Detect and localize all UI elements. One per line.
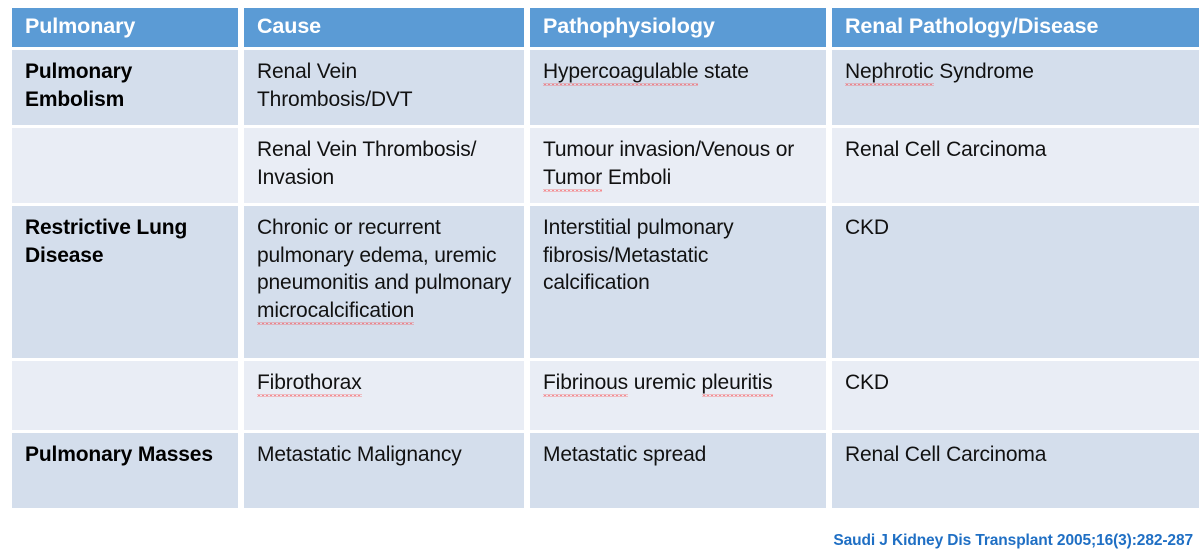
cell-renal-pathology: CKD (832, 203, 1199, 358)
misspelled-word: Hypercoagulable (543, 60, 699, 86)
misspelled-word: Fibrothorax (257, 371, 362, 397)
cell-pulmonary: Restrictive Lung Disease (12, 203, 238, 358)
cell-pathophysiology: Metastatic spread (530, 430, 826, 508)
misspelled-word: Nephrotic (845, 60, 934, 86)
cell-pathophysiology: Fibrinous uremic pleuritis (530, 358, 826, 430)
cell-pathophysiology: Tumour invasion/Venous or Tumor Emboli (530, 125, 826, 203)
table-body: Pulmonary Embolism Renal Vein Thrombosis… (12, 47, 1199, 508)
cell-pulmonary: Pulmonary Masses (12, 430, 238, 508)
table-row: Restrictive Lung Disease Chronic or recu… (12, 203, 1199, 358)
cell-cause: Renal Vein Thrombosis/DVT (244, 47, 524, 125)
cell-renal-pathology: Nephrotic Syndrome (832, 47, 1199, 125)
cell-text: uremic (628, 371, 702, 394)
cell-renal-pathology: Renal Cell Carcinoma (832, 430, 1199, 508)
cell-pulmonary: Pulmonary Embolism (12, 47, 238, 125)
cell-pulmonary (12, 358, 238, 430)
cell-text: Tumour invasion/Venous or (543, 138, 795, 161)
table-header: Pulmonary Cause Pathophysiology Renal Pa… (12, 8, 1199, 47)
misspelled-word: pleuritis (701, 371, 773, 397)
cell-cause: Renal Vein Thrombosis/ Invasion (244, 125, 524, 203)
column-header-pulmonary: Pulmonary (12, 8, 238, 47)
cell-renal-pathology: CKD (832, 358, 1199, 430)
cell-pathophysiology: Hypercoagulable state (530, 47, 826, 125)
table-row: Fibrothorax Fibrinous uremic pleuritis C… (12, 358, 1199, 430)
cell-cause: Metastatic Malignancy (244, 430, 524, 508)
cell-renal-pathology: Renal Cell Carcinoma (832, 125, 1199, 203)
source-citation: Saudi J Kidney Dis Transplant 2005;16(3)… (833, 532, 1193, 549)
misspelled-word: Tumor (543, 165, 602, 192)
table-row: Pulmonary Embolism Renal Vein Thrombosis… (12, 47, 1199, 125)
table-row: Pulmonary Masses Metastatic Malignancy M… (12, 430, 1199, 508)
cell-pathophysiology: Interstitial pulmonary fibrosis/Metastat… (530, 203, 826, 358)
pulmonary-renal-table-wrapper: Pulmonary Cause Pathophysiology Renal Pa… (6, 8, 1199, 508)
table-row: Renal Vein Thrombosis/ Invasion Tumour i… (12, 125, 1199, 203)
misspelled-word: microcalcification (257, 299, 414, 325)
cell-text: state (698, 60, 749, 83)
table-header-row: Pulmonary Cause Pathophysiology Renal Pa… (12, 8, 1199, 47)
column-header-cause: Cause (244, 8, 524, 47)
cell-text: Syndrome (933, 60, 1034, 83)
cell-pulmonary (12, 125, 238, 203)
cell-cause: Chronic or recurrent pulmonary edema, ur… (244, 203, 524, 358)
cell-text: Chronic or recurrent pulmonary edema, ur… (257, 216, 512, 295)
cell-text: Emboli (602, 165, 672, 189)
column-header-pathophysiology: Pathophysiology (530, 8, 826, 47)
misspelled-word: Fibrinous (543, 371, 628, 397)
cell-cause: Fibrothorax (244, 358, 524, 430)
pulmonary-renal-table: Pulmonary Cause Pathophysiology Renal Pa… (6, 8, 1200, 508)
column-header-renal-pathology: Renal Pathology/Disease (832, 8, 1199, 47)
